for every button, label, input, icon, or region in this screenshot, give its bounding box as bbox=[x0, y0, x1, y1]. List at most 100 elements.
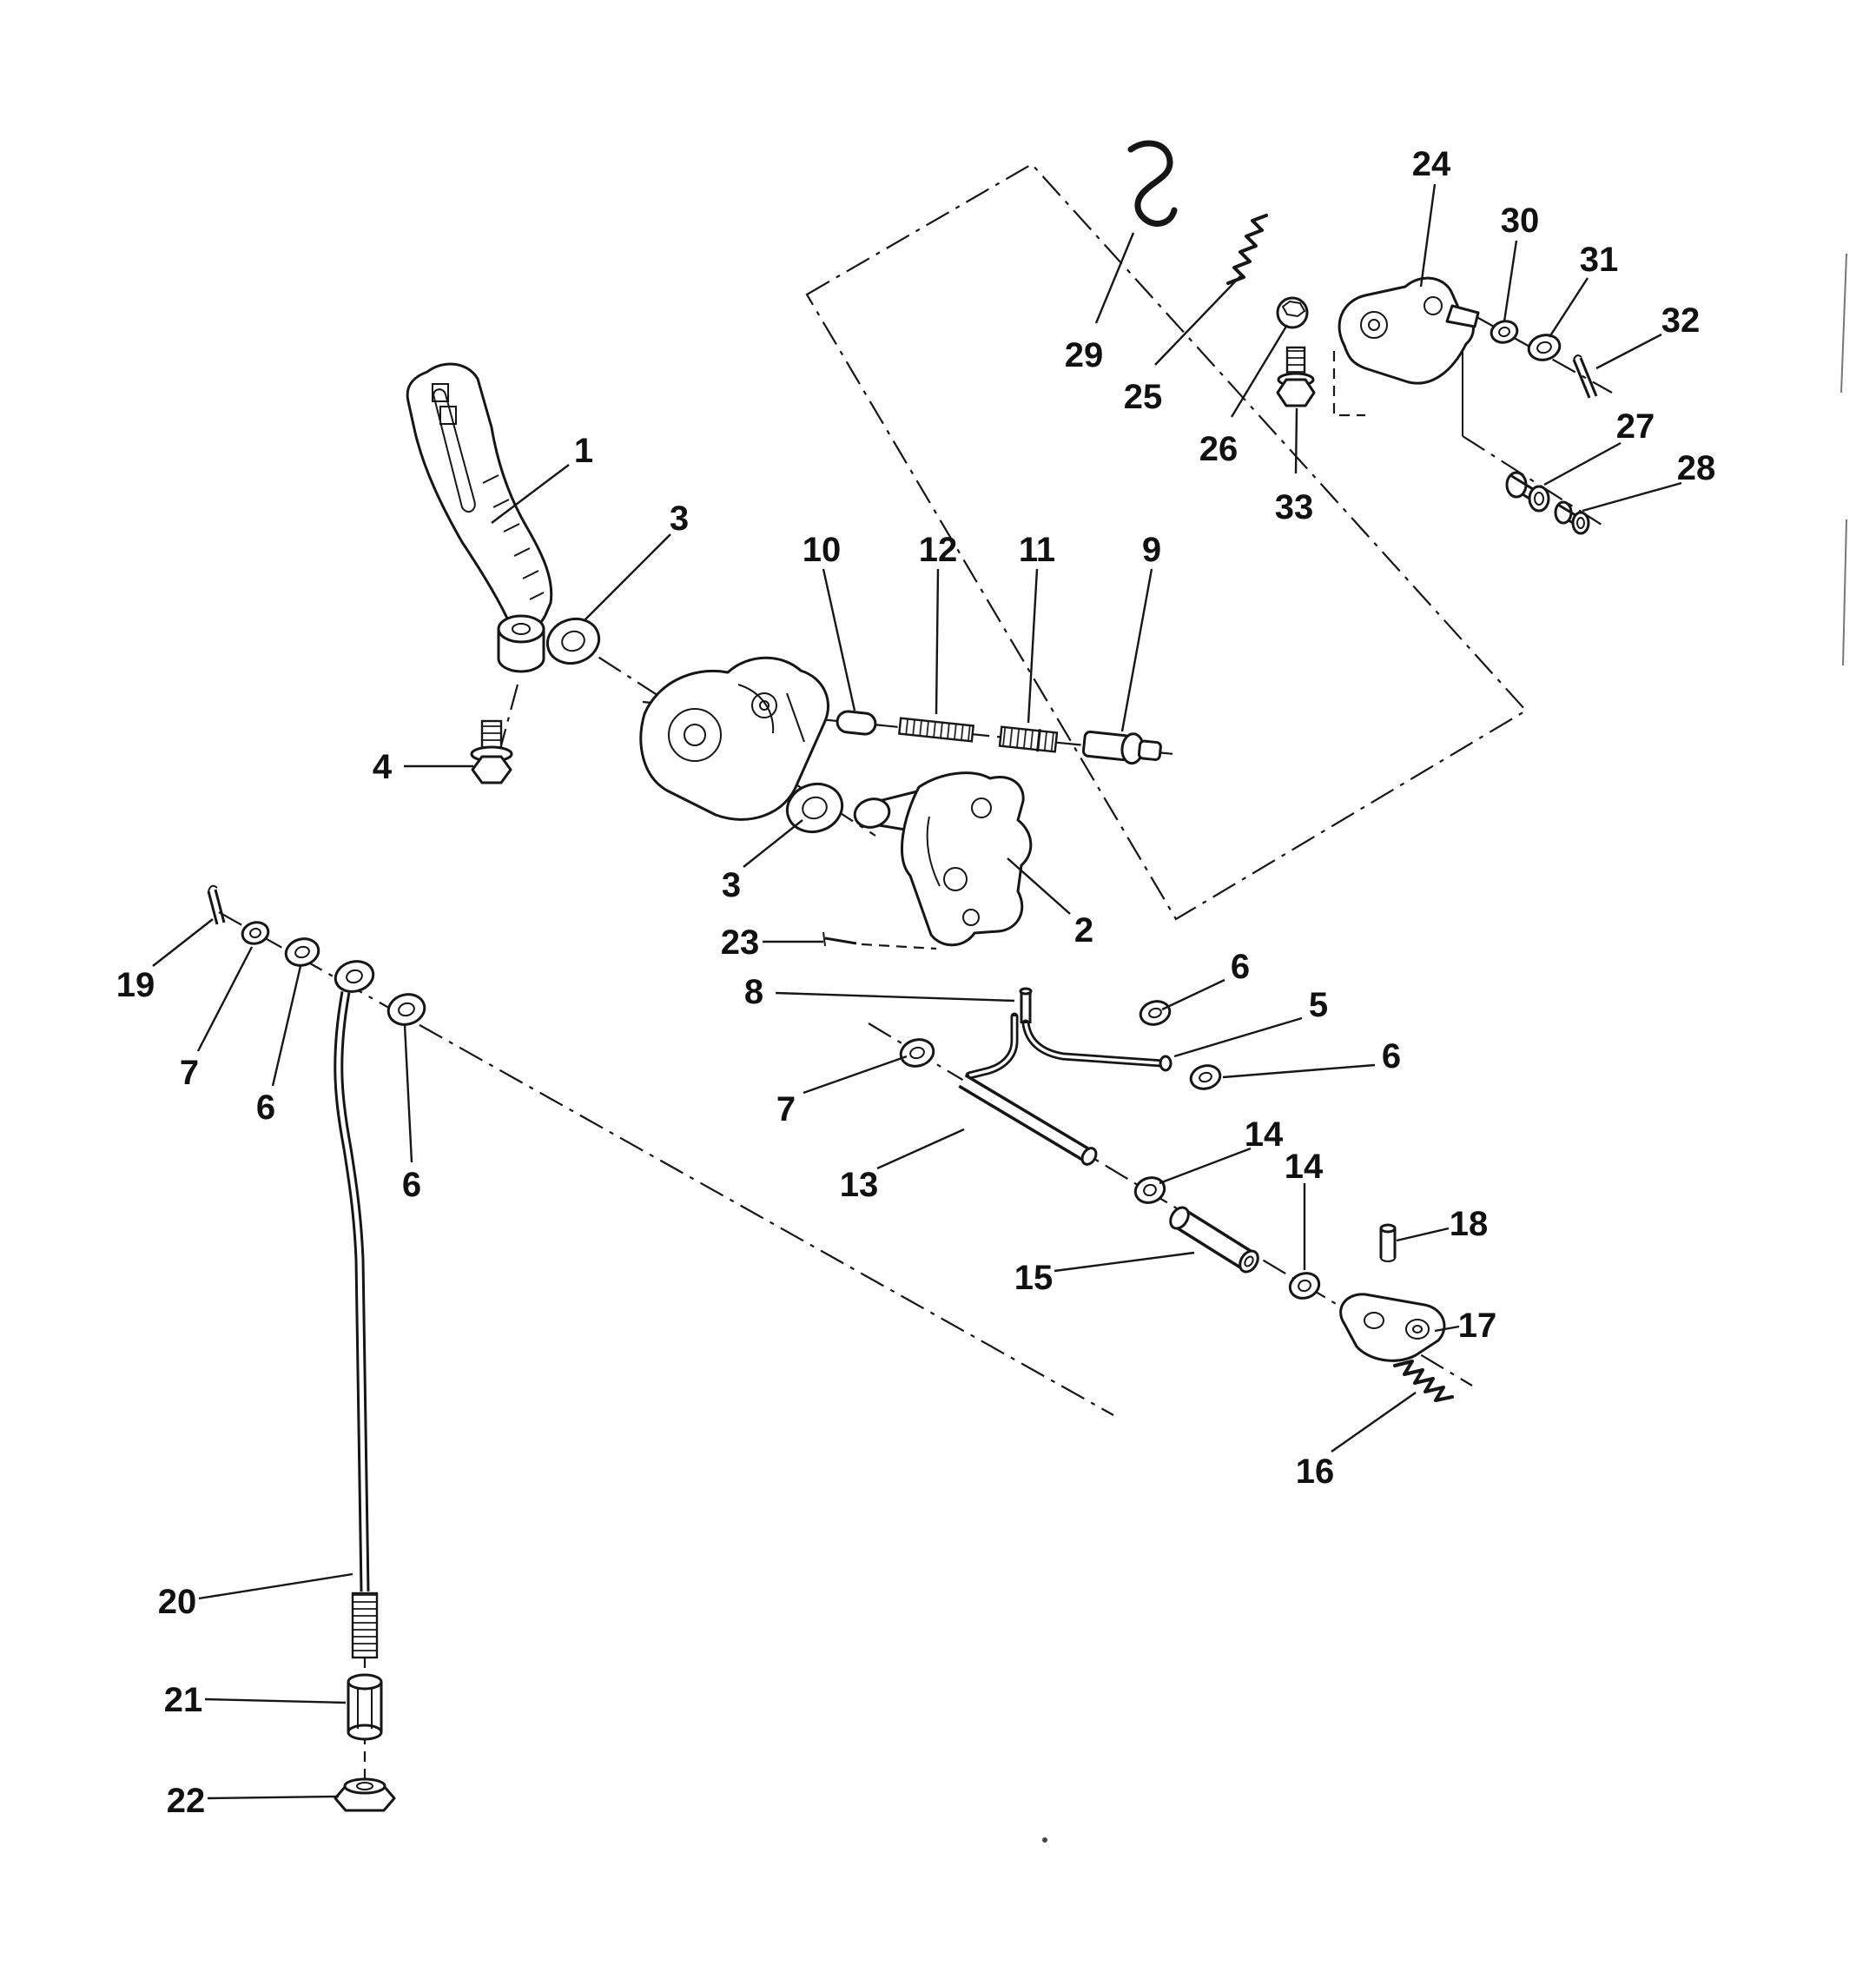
part-number-label-16: 16 bbox=[1296, 1453, 1335, 1491]
part-number-label-9: 9 bbox=[1142, 531, 1161, 569]
part-number-label-10: 10 bbox=[803, 531, 842, 569]
part-20-link-rod bbox=[334, 960, 379, 1659]
callout-leader-32 bbox=[1595, 333, 1662, 370]
phantom-bracket-edge bbox=[1332, 351, 1365, 417]
callout-leader-12 bbox=[935, 568, 940, 715]
rod-thread-end bbox=[351, 1591, 379, 1659]
callout-leader-3 bbox=[743, 819, 803, 868]
part-6-washer-d bbox=[1189, 1064, 1222, 1090]
part-number-label-3: 3 bbox=[722, 866, 741, 904]
part-27-bushing bbox=[1505, 471, 1550, 513]
callout-leader-29 bbox=[1094, 232, 1135, 324]
lever-hub bbox=[497, 614, 545, 673]
part-10-barrel bbox=[836, 710, 877, 736]
part-12-threaded-rod bbox=[897, 717, 975, 743]
callout-leader-27 bbox=[1543, 441, 1622, 486]
part-17-detent-plate bbox=[1339, 1293, 1446, 1362]
part-number-label-21: 21 bbox=[164, 1681, 203, 1719]
centerline-left-link bbox=[218, 911, 1114, 1416]
callout-leader-7 bbox=[196, 946, 254, 1052]
callout-leader-10 bbox=[822, 568, 856, 711]
callout-leader-11 bbox=[1027, 568, 1039, 724]
part-11-threaded-sleeve bbox=[998, 725, 1059, 753]
scan-speck bbox=[1042, 1837, 1047, 1843]
callout-leader-33 bbox=[1294, 407, 1298, 474]
part-6-washer-c bbox=[1139, 1000, 1172, 1026]
part-number-label-8: 8 bbox=[744, 973, 763, 1011]
part-number-label-18: 18 bbox=[1450, 1205, 1489, 1243]
part-number-label-5: 5 bbox=[1309, 986, 1328, 1024]
part-number-label-17: 17 bbox=[1458, 1307, 1497, 1345]
callout-leader-14 bbox=[1159, 1147, 1252, 1185]
part-14-washer-b bbox=[1288, 1272, 1321, 1300]
page-edge-marks bbox=[1840, 253, 1847, 666]
part-21-coupler bbox=[347, 1673, 383, 1741]
part-22-nut bbox=[334, 1777, 396, 1812]
callout-leader-28 bbox=[1582, 481, 1682, 513]
part-29-link-wire bbox=[1127, 140, 1178, 227]
part-19-cotter-pin bbox=[207, 884, 226, 925]
callout-leader-26 bbox=[1230, 324, 1289, 418]
part-14-washer-a bbox=[1133, 1176, 1166, 1204]
part-number-label-27: 27 bbox=[1616, 407, 1655, 446]
callout-leader-24 bbox=[1419, 183, 1437, 288]
callout-leader-6 bbox=[271, 965, 302, 1087]
callout-leader-19 bbox=[152, 918, 214, 967]
callout-leader-31 bbox=[1548, 277, 1589, 338]
part-23-pin bbox=[822, 931, 857, 947]
centerline-bushings bbox=[1462, 435, 1602, 526]
part-number-label-15: 15 bbox=[1014, 1259, 1054, 1297]
callout-leader-30 bbox=[1503, 240, 1518, 322]
callout-leader-6 bbox=[1222, 1063, 1376, 1079]
callout-leader-8 bbox=[775, 991, 1015, 1003]
part-number-label-28: 28 bbox=[1677, 449, 1716, 487]
part-number-label-4: 4 bbox=[373, 748, 393, 786]
part-9-cable-connector bbox=[1081, 730, 1162, 765]
callout-leader-9 bbox=[1120, 568, 1153, 732]
part-number-label-22: 22 bbox=[167, 1782, 206, 1820]
callout-leader-20 bbox=[198, 1572, 353, 1600]
part-number-label-3: 3 bbox=[670, 500, 689, 538]
part-number-label-6: 6 bbox=[256, 1089, 275, 1127]
part-number-label-13: 13 bbox=[840, 1166, 879, 1204]
part-number-label-31: 31 bbox=[1580, 241, 1619, 279]
callout-leader-2 bbox=[1007, 857, 1071, 915]
part-number-label-33: 33 bbox=[1275, 488, 1314, 526]
callout-leader-3 bbox=[583, 533, 671, 622]
part-number-label-6: 6 bbox=[1382, 1037, 1401, 1075]
part-number-label-23: 23 bbox=[721, 923, 760, 962]
part-33-bolt bbox=[1276, 346, 1316, 407]
part-7-washer-left bbox=[241, 921, 270, 945]
part-28-bushing bbox=[1554, 500, 1590, 535]
part-4-pivot-bolt bbox=[470, 719, 513, 784]
callout-leader-13 bbox=[876, 1128, 965, 1170]
part-18-dowel-pin bbox=[1379, 1223, 1397, 1262]
part-31-washer bbox=[1527, 334, 1562, 361]
callout-leader-15 bbox=[1054, 1251, 1195, 1273]
part-number-label-29: 29 bbox=[1065, 336, 1104, 374]
part-number-label-6: 6 bbox=[402, 1166, 421, 1204]
cradle-casting bbox=[639, 656, 829, 821]
part-26-nut bbox=[1276, 296, 1309, 329]
part-6-washer-b bbox=[386, 993, 426, 1026]
part-8-clevis-pin bbox=[1019, 987, 1033, 1023]
part-number-label-7: 7 bbox=[180, 1054, 199, 1092]
part-number-label-24: 24 bbox=[1412, 145, 1451, 183]
callout-leader-25 bbox=[1154, 275, 1241, 366]
part-3-washer-lower bbox=[785, 782, 844, 834]
part-number-label-14: 14 bbox=[1245, 1115, 1284, 1154]
callout-leader-5 bbox=[1173, 1016, 1303, 1058]
part-number-label-26: 26 bbox=[1199, 430, 1239, 468]
part-number-label-7: 7 bbox=[776, 1090, 796, 1128]
part-25-spring bbox=[1226, 214, 1268, 285]
callout-leader-7 bbox=[803, 1055, 908, 1095]
part-32-cotter-pin bbox=[1572, 354, 1598, 399]
callout-leader-17 bbox=[1434, 1325, 1460, 1333]
lever-hatching bbox=[482, 474, 545, 600]
part-6-washer-a bbox=[284, 937, 320, 967]
centerline-lever-bolt bbox=[499, 684, 519, 750]
part-number-label-19: 19 bbox=[116, 966, 155, 1004]
part-number-label-12: 12 bbox=[919, 531, 958, 569]
